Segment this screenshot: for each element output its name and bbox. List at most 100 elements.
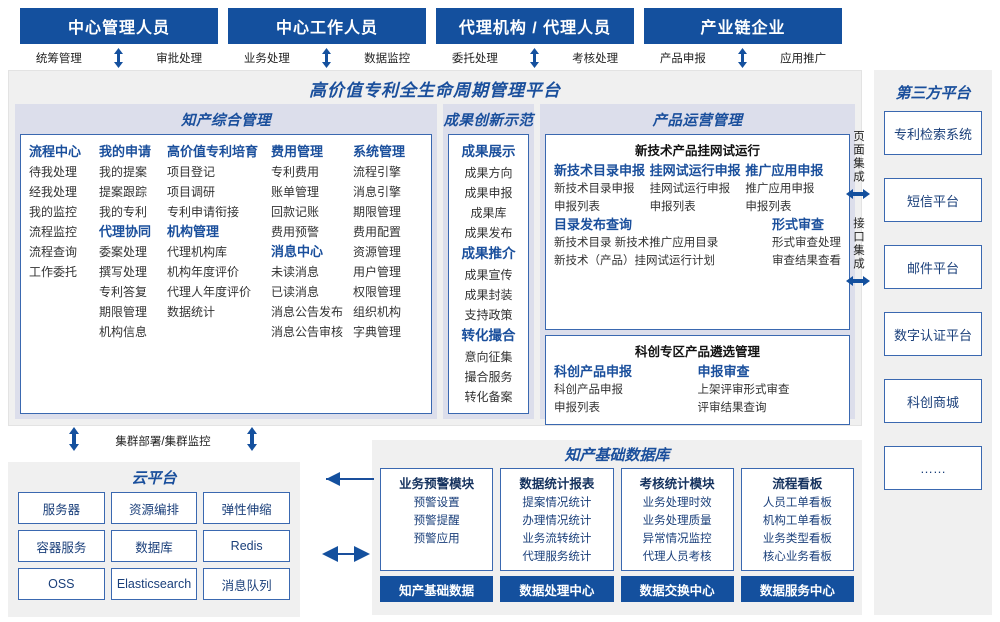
menu-item-上架评审形式审查[interactable]: 上架评审形式审查: [697, 384, 790, 396]
menu-head-费用管理[interactable]: 费用管理: [271, 144, 324, 159]
menu-item-新技术目录申报[interactable]: 新技术目录申报: [554, 183, 635, 195]
menu-head-推广应用申报[interactable]: 推广应用申报: [745, 163, 824, 178]
menu-item-机构年度评价[interactable]: 机构年度评价: [167, 265, 240, 279]
menu-item-新技术目录 新技术推广应用目录[interactable]: 新技术目录 新技术推广应用目录: [554, 237, 719, 249]
database-item-人员工单看板[interactable]: 人员工单看板: [762, 497, 832, 509]
cloud-item-服务器[interactable]: 服务器: [18, 492, 105, 524]
menu-item-消息公告发布[interactable]: 消息公告发布: [271, 305, 344, 319]
menu-item-资源管理[interactable]: 资源管理: [353, 245, 402, 259]
menu-item-我的专利[interactable]: 我的专利: [99, 205, 148, 219]
third-party-item-3[interactable]: 数字认证平台: [884, 312, 982, 356]
database-item-预警提醒[interactable]: 预警提醒: [413, 515, 460, 527]
menu-item-经我处理[interactable]: 经我处理: [29, 185, 78, 199]
database-item-业务类型看板[interactable]: 业务类型看板: [762, 533, 832, 545]
database-foot-数据处理中心[interactable]: 数据处理中心: [500, 576, 614, 602]
menu-item-申报列表[interactable]: 申报列表: [649, 201, 696, 213]
database-foot-数据交换中心[interactable]: 数据交换中心: [620, 576, 734, 602]
third-party-item-0[interactable]: 专利检索系统: [884, 111, 982, 155]
menu-head-目录发布查询[interactable]: 目录发布查询: [554, 217, 633, 232]
cloud-item-容器服务[interactable]: 容器服务: [18, 530, 105, 562]
menu-item-推广应用申报[interactable]: 推广应用申报: [745, 183, 815, 195]
menu-item-费用配置[interactable]: 费用配置: [353, 225, 402, 239]
menu-item-成果库[interactable]: 成果库: [470, 206, 507, 220]
menu-item-提案跟踪[interactable]: 提案跟踪: [99, 185, 148, 199]
menu-item-账单管理[interactable]: 账单管理: [271, 185, 320, 199]
menu-item-机构信息[interactable]: 机构信息: [99, 325, 148, 339]
database-foot-知产基础数据[interactable]: 知产基础数据: [380, 576, 494, 602]
database-item-机构工单看板[interactable]: 机构工单看板: [762, 515, 832, 527]
menu-item-申报列表[interactable]: 申报列表: [554, 402, 600, 414]
menu-item-用户管理[interactable]: 用户管理: [353, 265, 402, 279]
cloud-item-Redis[interactable]: Redis: [203, 530, 290, 562]
cloud-item-弹性伸缩[interactable]: 弹性伸缩: [203, 492, 290, 524]
menu-item-字典管理[interactable]: 字典管理: [353, 325, 402, 339]
database-item-业务处理时效[interactable]: 业务处理时效: [642, 497, 712, 509]
menu-item-评审结果查询[interactable]: 评审结果查询: [697, 402, 767, 414]
cloud-item-资源编排[interactable]: 资源编排: [110, 492, 198, 524]
menu-item-意向征集[interactable]: 意向征集: [464, 350, 513, 364]
menu-item-成果封装[interactable]: 成果封装: [464, 288, 513, 302]
menu-head-代理协同[interactable]: 代理协同: [99, 224, 152, 239]
menu-item-项目登记[interactable]: 项目登记: [167, 165, 216, 179]
menu-item-期限管理[interactable]: 期限管理: [353, 205, 402, 219]
menu-item-审查结果查看[interactable]: 审查结果查看: [772, 255, 841, 267]
cloud-item-OSS[interactable]: OSS: [18, 568, 105, 600]
menu-item-科创产品申报[interactable]: 科创产品申报: [554, 384, 623, 396]
menu-head-系统管理[interactable]: 系统管理: [353, 144, 406, 159]
menu-head-转化撮合[interactable]: 转化撮合: [461, 328, 516, 343]
menu-item-流程引擎[interactable]: 流程引擎: [353, 165, 402, 179]
database-foot-数据服务中心[interactable]: 数据服务中心: [740, 576, 854, 602]
menu-item-回款记账[interactable]: 回款记账: [271, 205, 320, 219]
menu-item-消息引擎[interactable]: 消息引擎: [353, 185, 402, 199]
menu-item-转化备案[interactable]: 转化备案: [464, 390, 513, 404]
third-party-item-4[interactable]: 科创商城: [884, 379, 982, 423]
role-box-3[interactable]: 产业链企业: [644, 8, 842, 44]
menu-head-消息中心[interactable]: 消息中心: [271, 244, 324, 259]
third-party-item-2[interactable]: 邮件平台: [884, 245, 982, 289]
menu-head-成果展示[interactable]: 成果展示: [461, 144, 516, 159]
menu-head-机构管理[interactable]: 机构管理: [167, 224, 220, 239]
cloud-item-消息队列[interactable]: 消息队列: [203, 568, 290, 600]
database-item-异常情况监控[interactable]: 异常情况监控: [642, 533, 712, 545]
menu-item-支持政策[interactable]: 支持政策: [464, 308, 513, 322]
menu-head-申报审查[interactable]: 申报审查: [697, 364, 750, 379]
database-item-办理情况统计[interactable]: 办理情况统计: [522, 515, 592, 527]
menu-head-流程中心[interactable]: 流程中心: [29, 144, 82, 159]
menu-item-权限管理[interactable]: 权限管理: [353, 285, 402, 299]
menu-item-组织机构[interactable]: 组织机构: [353, 305, 402, 319]
menu-item-我的监控[interactable]: 我的监控: [29, 205, 78, 219]
menu-item-撰写处理[interactable]: 撰写处理: [99, 265, 148, 279]
menu-item-费用预警[interactable]: 费用预警: [271, 225, 320, 239]
menu-item-待我处理[interactable]: 待我处理: [29, 165, 78, 179]
menu-item-流程监控[interactable]: 流程监控: [29, 225, 78, 239]
menu-item-代理机构库[interactable]: 代理机构库: [167, 245, 228, 259]
menu-head-形式审查[interactable]: 形式审查: [772, 217, 825, 232]
menu-item-我的提案[interactable]: 我的提案: [99, 165, 148, 179]
database-item-代理服务统计[interactable]: 代理服务统计: [522, 551, 592, 563]
cloud-item-数据库[interactable]: 数据库: [110, 530, 198, 562]
menu-item-专利费用[interactable]: 专利费用: [271, 165, 320, 179]
menu-head-科创产品申报[interactable]: 科创产品申报: [554, 364, 633, 379]
menu-head-高价值专利培育[interactable]: 高价值专利培育: [167, 144, 259, 159]
database-item-业务流转统计[interactable]: 业务流转统计: [522, 533, 592, 545]
menu-item-数据统计[interactable]: 数据统计: [167, 305, 216, 319]
menu-item-代理人年度评价[interactable]: 代理人年度评价: [167, 285, 252, 299]
menu-item-成果发布[interactable]: 成果发布: [464, 226, 513, 240]
menu-item-消息公告审核[interactable]: 消息公告审核: [271, 325, 344, 339]
role-box-2[interactable]: 代理机构 / 代理人员: [436, 8, 634, 44]
menu-item-成果申报[interactable]: 成果申报: [464, 186, 513, 200]
role-box-0[interactable]: 中心管理人员: [20, 8, 218, 44]
cloud-item-Elasticsearch[interactable]: Elasticsearch: [110, 568, 198, 600]
menu-item-成果方向[interactable]: 成果方向: [464, 166, 513, 180]
menu-item-流程查询[interactable]: 流程查询: [29, 245, 78, 259]
database-item-核心业务看板[interactable]: 核心业务看板: [762, 551, 832, 563]
menu-item-工作委托[interactable]: 工作委托: [29, 265, 78, 279]
menu-item-成果宣传[interactable]: 成果宣传: [464, 268, 513, 282]
menu-head-新技术目录申报[interactable]: 新技术目录申报: [554, 163, 646, 178]
menu-item-专利申请衔接[interactable]: 专利申请衔接: [167, 205, 240, 219]
third-party-item-5[interactable]: ……: [884, 446, 982, 490]
menu-item-已读消息[interactable]: 已读消息: [271, 285, 320, 299]
menu-item-期限管理[interactable]: 期限管理: [99, 305, 148, 319]
menu-item-撮合服务[interactable]: 撮合服务: [464, 370, 513, 384]
database-item-业务处理质量[interactable]: 业务处理质量: [642, 515, 712, 527]
